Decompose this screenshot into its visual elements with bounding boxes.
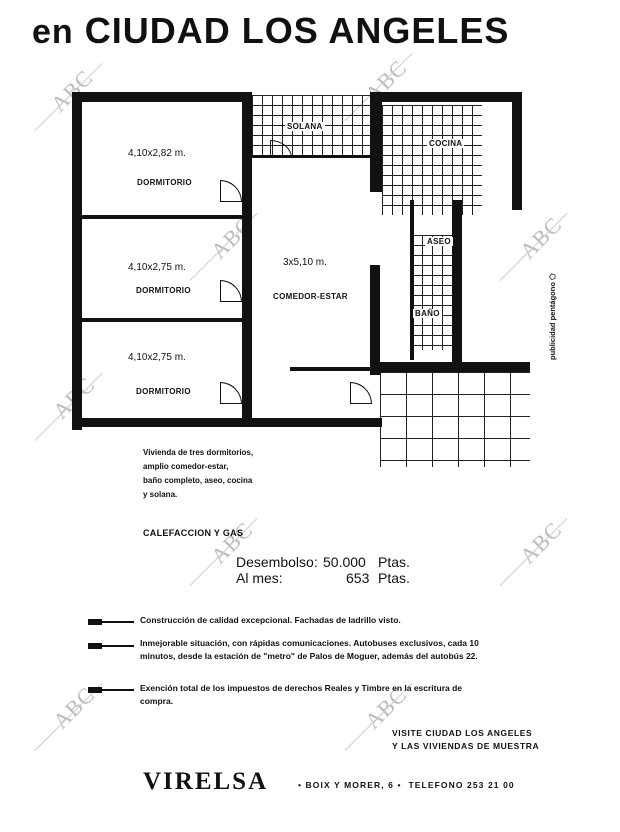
- room-label: COCINA: [427, 139, 465, 148]
- room-label: COMEDOR-ESTAR: [273, 292, 348, 301]
- side-credit: publicidad pentágono ⬠: [548, 273, 557, 360]
- wall: [410, 200, 414, 360]
- description-line: y solana.: [143, 490, 178, 499]
- down-payment-unit: Ptas.: [378, 554, 410, 570]
- description: Vivienda de tres dormitorios, amplio com…: [143, 446, 253, 502]
- wall: [370, 265, 380, 375]
- wall: [370, 92, 522, 102]
- footer-contact: • BOIX Y MORER, 6 • TELEFONO 253 21 00: [298, 780, 515, 790]
- wall: [452, 200, 462, 365]
- description-line: baño completo, aseo, cocina: [143, 476, 253, 485]
- address: • BOIX Y MORER, 6 •: [298, 780, 402, 790]
- room-label: DORMITORIO: [136, 286, 191, 295]
- room-dimensions: 4,10x2,75 m.: [128, 262, 186, 273]
- description-line: Vivienda de tres dormitorios,: [143, 448, 254, 457]
- arrow-bullet-icon: [88, 687, 134, 693]
- cocina-tiles: [382, 105, 482, 215]
- room-label: ASEO: [425, 237, 453, 246]
- room-dimensions: 4,10x2,82 m.: [128, 148, 186, 159]
- room-label: DORMITORIO: [136, 387, 191, 396]
- room-label: SOLANA: [285, 122, 325, 131]
- feature-item: Construcción de calidad excepcional. Fac…: [140, 615, 401, 625]
- headline-prefix: en: [32, 13, 74, 51]
- terrace-tiles: [380, 372, 530, 467]
- wall: [72, 92, 82, 430]
- description-line: amplio comedor-estar,: [143, 462, 229, 471]
- wall: [72, 92, 252, 102]
- monthly-label: Al mes:: [236, 570, 283, 586]
- cta-line: Y LAS VIVIENDAS DE MUESTRA: [392, 741, 540, 751]
- pentagon-icon: ⬠: [548, 273, 557, 280]
- room-label: BAÑO: [413, 309, 442, 318]
- heating-label: CALEFACCION Y GAS: [143, 528, 244, 538]
- monthly-value: 653: [346, 570, 370, 586]
- down-payment-value: 50.000: [323, 554, 366, 570]
- wall: [72, 418, 382, 427]
- wall: [82, 215, 244, 219]
- headline: en CIUDAD LOS ANGELES: [32, 10, 509, 52]
- door: [350, 382, 372, 404]
- wall: [370, 92, 382, 192]
- feature-item: Inmejorable situación, con rápidas comun…: [140, 638, 479, 661]
- wall: [380, 362, 530, 372]
- monthly-unit: Ptas.: [378, 570, 410, 586]
- down-payment-label: Desembolso:: [236, 554, 318, 570]
- cta-line: VISITE CIUDAD LOS ANGELES: [392, 728, 533, 738]
- watermark-line: [34, 682, 103, 751]
- phone: TELEFONO 253 21 00: [408, 780, 515, 790]
- wall: [82, 318, 244, 322]
- call-to-action: VISITE CIUDAD LOS ANGELES Y LAS VIVIENDA…: [392, 727, 539, 753]
- arrow-bullet-icon: [88, 643, 134, 649]
- room-dimensions: 3x5,10 m.: [283, 257, 327, 268]
- brand-name: VIRELSA: [143, 768, 269, 795]
- wall: [512, 92, 522, 210]
- floor-plan: 4,10x2,82 m. DORMITORIO 4,10x2,75 m. DOR…: [72, 92, 530, 467]
- bano-tiles: [412, 235, 454, 350]
- door: [220, 382, 242, 404]
- arrow-bullet-icon: [88, 619, 134, 625]
- wall: [252, 155, 370, 158]
- room-dimensions: 4,10x2,75 m.: [128, 352, 186, 363]
- room-label: DORMITORIO: [137, 178, 192, 187]
- watermark-line: [499, 517, 568, 586]
- wall: [242, 92, 252, 422]
- feature-item: Exención total de los impuestos de derec…: [140, 683, 463, 706]
- wall: [290, 367, 370, 371]
- door: [220, 180, 242, 202]
- headline-main: CIUDAD LOS ANGELES: [84, 10, 510, 51]
- door: [220, 280, 242, 302]
